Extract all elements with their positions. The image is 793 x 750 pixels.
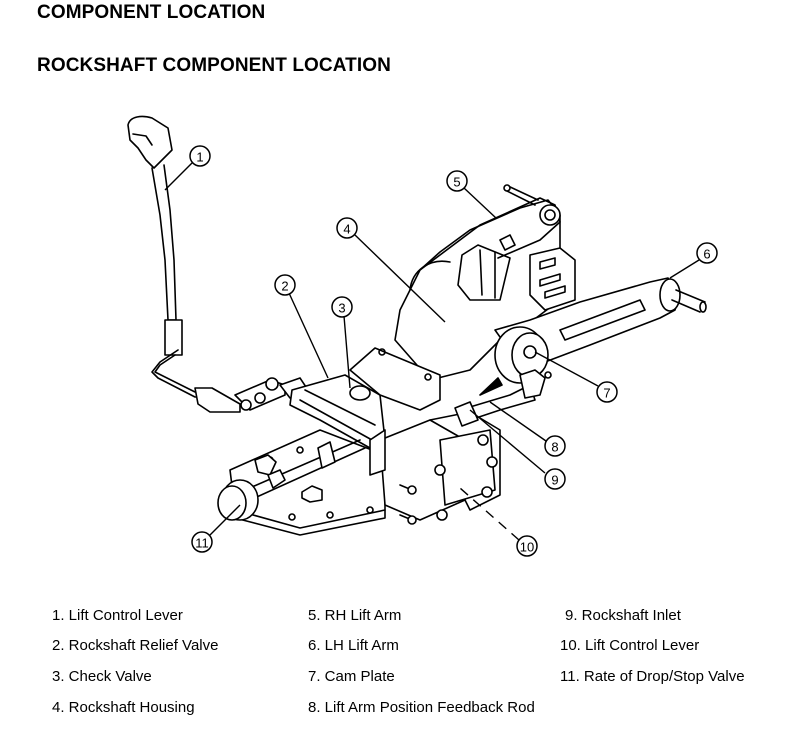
svg-text:8: 8	[551, 440, 558, 455]
legend-item: 10. Lift Control Lever	[560, 637, 700, 654]
callout-11: 11	[191, 531, 213, 553]
svg-text:11: 11	[195, 536, 209, 551]
callout-7: 7	[596, 381, 618, 403]
svg-text:9: 9	[551, 473, 558, 488]
callout-1: 1	[189, 145, 211, 167]
svg-text:1: 1	[196, 150, 203, 165]
rh-lift-arm-drawing	[419, 184, 561, 271]
callout-2: 2	[274, 274, 296, 296]
legend-item: 4. Rockshaft Housing	[52, 699, 195, 716]
legend-item: 9. Rockshaft Inlet	[565, 607, 681, 624]
legend-item: 2. Rockshaft Relief Valve	[52, 637, 219, 654]
gear-drawing	[529, 247, 576, 311]
component-legend: 1. Lift Control Lever 2. Rockshaft Relie…	[0, 600, 793, 740]
legend-item: 11. Rate of Drop/Stop Valve	[560, 668, 745, 685]
svg-text:6: 6	[703, 247, 710, 262]
svg-text:7: 7	[603, 386, 610, 401]
callout-9: 9	[544, 468, 566, 490]
section-title: ROCKSHAFT COMPONENT LOCATION	[37, 55, 391, 76]
lift-control-lever-drawing	[127, 115, 241, 413]
callout-5: 5	[446, 170, 468, 192]
legend-item: 6. LH Lift Arm	[308, 637, 399, 654]
svg-text:5: 5	[453, 175, 460, 190]
callout-3: 3	[331, 296, 353, 318]
page-title: COMPONENT LOCATION	[37, 2, 266, 23]
legend-item: 3. Check Valve	[52, 668, 152, 685]
callout-8: 8	[544, 435, 566, 457]
legend-item: 1. Lift Control Lever	[52, 607, 183, 624]
control-valve-drawing	[349, 347, 501, 525]
legend-item: 7. Cam Plate	[308, 668, 395, 685]
callouts: 1 2 3 4 5 6 7 8 9 10 11	[189, 145, 718, 557]
callout-6: 6	[696, 242, 718, 264]
callout-10: 10	[516, 535, 538, 557]
leader-lines	[164, 162, 700, 541]
rockshaft-diagram: 1 2 3 4 5 6 7 8 9 10 11	[127, 115, 718, 557]
svg-text:2: 2	[281, 279, 288, 294]
svg-text:10: 10	[520, 540, 534, 555]
svg-text:3: 3	[338, 301, 345, 316]
svg-text:4: 4	[343, 222, 350, 237]
legend-item: 8. Lift Arm Position Feedback Rod	[308, 699, 535, 716]
callout-4: 4	[336, 217, 358, 239]
feedback-rod-drawing	[454, 369, 552, 427]
cam-plate-drawing	[494, 326, 549, 384]
valve-body-drawing	[217, 429, 386, 536]
legend-item: 5. RH Lift Arm	[308, 607, 402, 624]
